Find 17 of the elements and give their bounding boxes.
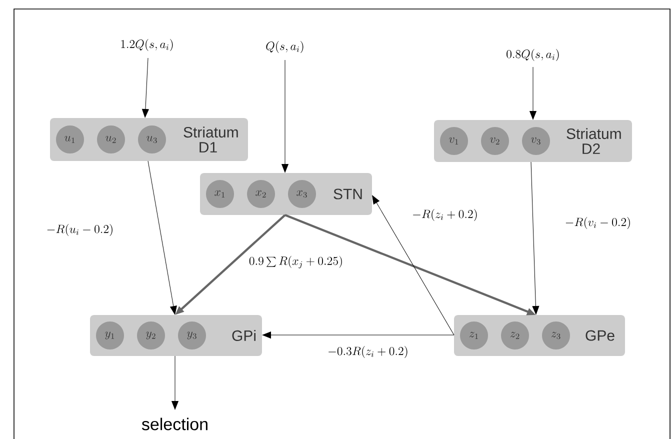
arrow [372, 195, 454, 336]
arrow [142, 58, 149, 118]
edge-label: $-R(u_i - 0.2)$ [45, 223, 115, 237]
arrow [262, 332, 454, 338]
arrow [282, 60, 288, 173]
edge-label: $0.9\sum R(x_j + 0.25)$ [248, 254, 344, 270]
edge-label: $-R(z_i + 0.2)$ [411, 208, 479, 222]
input-label: $1.2Q(s, a_i)$ [121, 39, 173, 51]
edge-label: $-R(v_i - 0.2)$ [564, 216, 632, 230]
arrow [530, 66, 536, 120]
arrow [148, 160, 177, 315]
arrow [530, 162, 540, 315]
edge-label: $-0.3R(z_i + 0.2)$ [326, 345, 410, 359]
output-label: selection [142, 418, 208, 430]
input-label: $Q(s, a_i)$ [266, 41, 304, 53]
input-label: $0.8Q(s, a_i)$ [506, 49, 559, 61]
arrow [172, 356, 178, 410]
